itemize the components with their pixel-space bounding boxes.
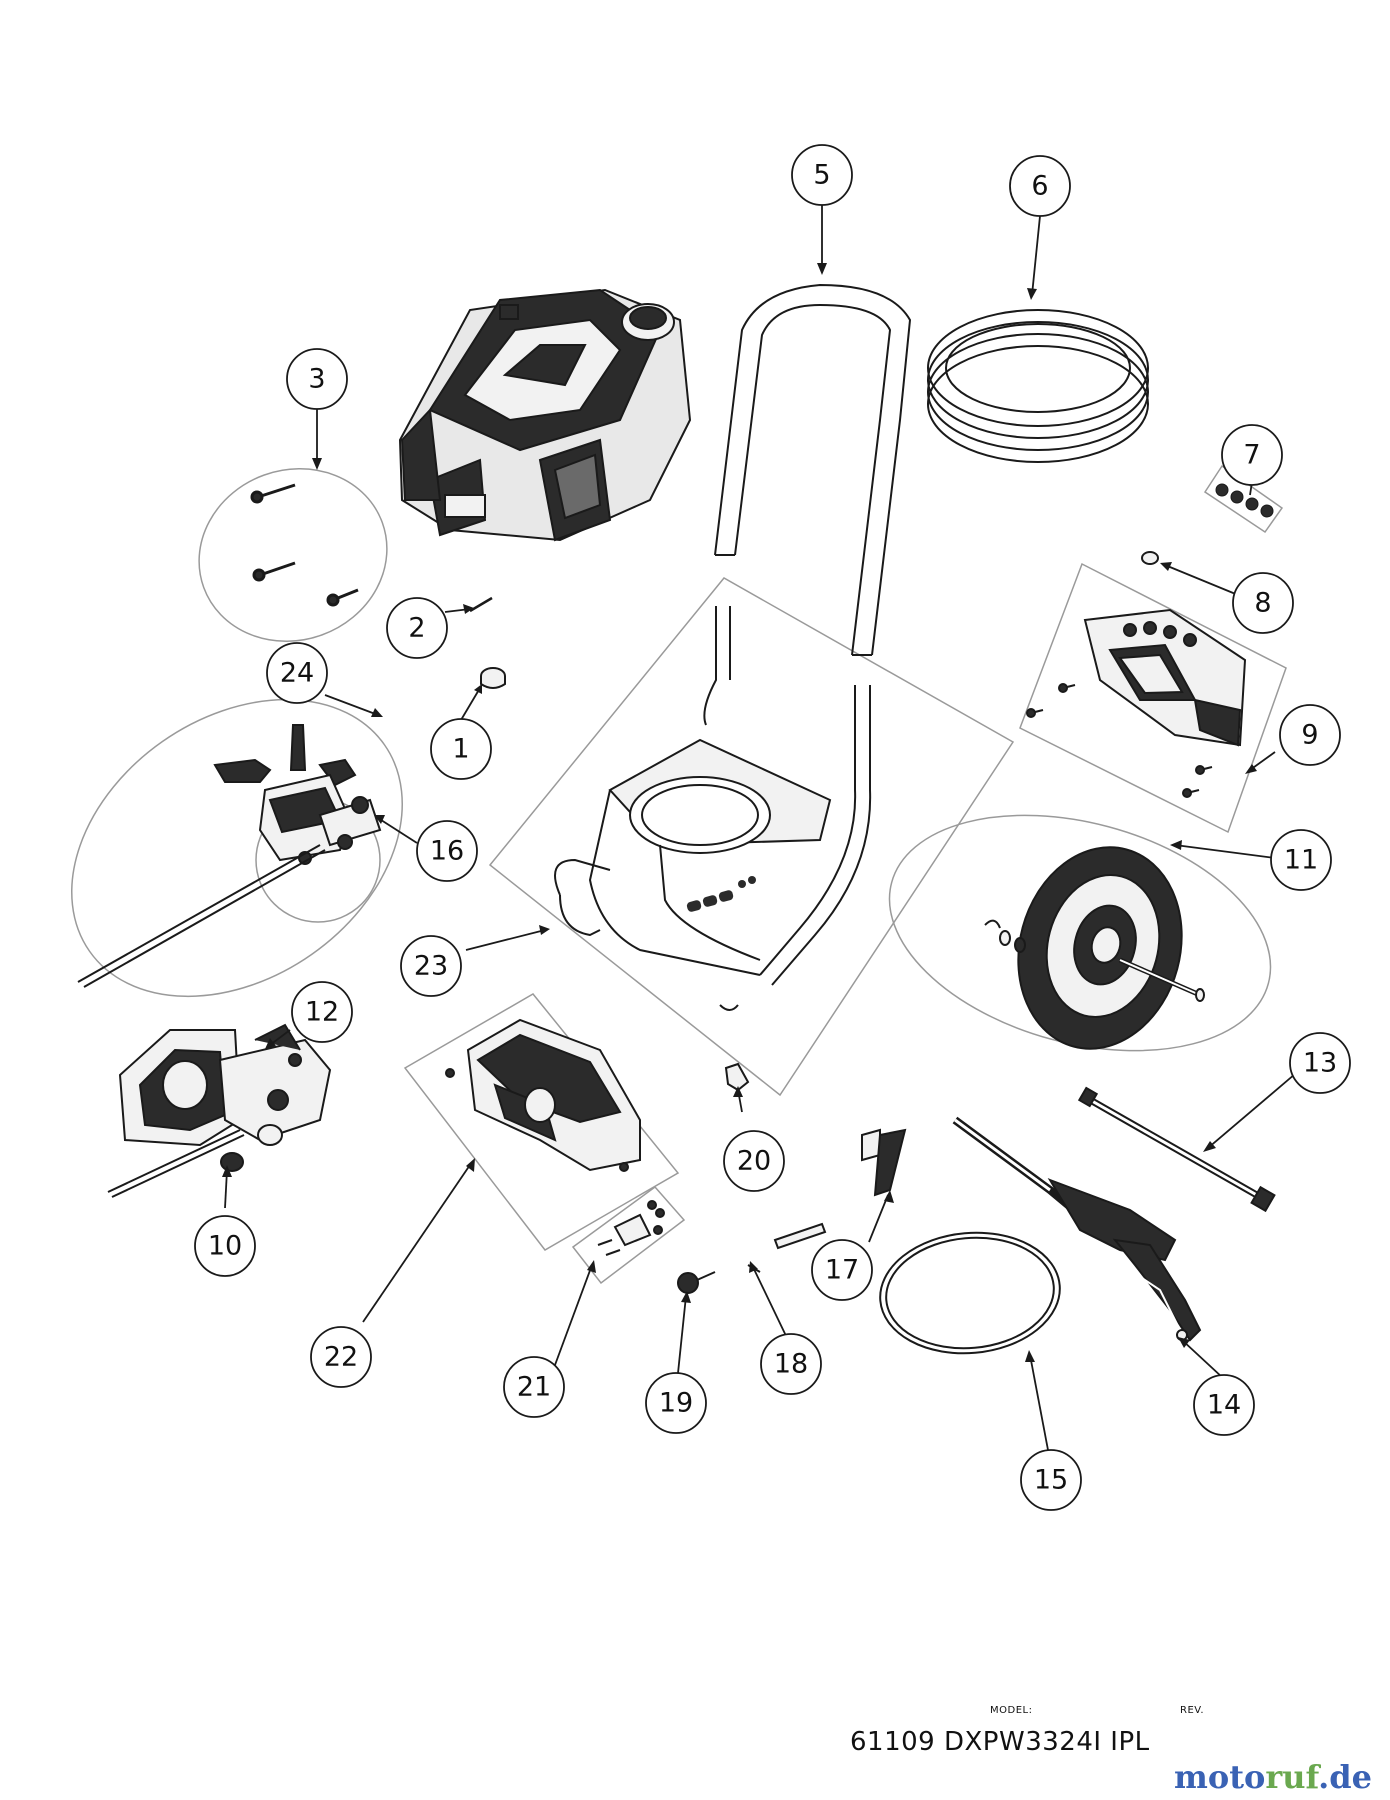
- svg-text:19: 19: [659, 1388, 693, 1419]
- svg-text:20: 20: [737, 1146, 771, 1177]
- hose-coil-drawing: [927, 309, 1149, 463]
- nozzle-holder-drawing: [1083, 608, 1247, 747]
- callout-22: 22: [310, 1326, 372, 1388]
- callout-12: 12: [291, 981, 353, 1043]
- handle-frame-drawing: [714, 283, 912, 656]
- washer-8-drawing: [1141, 551, 1159, 565]
- callout-2: 2: [386, 597, 448, 659]
- callout-23: 23: [400, 935, 462, 997]
- svg-text:9: 9: [1301, 720, 1318, 751]
- svg-text:1: 1: [452, 734, 469, 765]
- base-frame-drawing: [554, 606, 872, 1011]
- callout-14: 14: [1193, 1374, 1255, 1436]
- group-outline-11: [888, 814, 1272, 1052]
- svg-text:2: 2: [408, 613, 425, 644]
- wheel-drawing: [984, 846, 1205, 1050]
- svg-text:8: 8: [1254, 588, 1271, 619]
- callout-17: 17: [811, 1239, 873, 1301]
- svg-text:6: 6: [1031, 171, 1048, 202]
- callout-19: 19: [645, 1372, 707, 1434]
- screws-3-drawing: [250, 483, 359, 607]
- engine-drawing: [398, 288, 692, 542]
- callout-24: 24: [266, 642, 328, 704]
- watermark-part-3: .de: [1318, 1758, 1372, 1796]
- callout-18: 18: [760, 1333, 822, 1395]
- callout-5: 5: [791, 144, 853, 206]
- svg-text:13: 13: [1303, 1048, 1337, 1079]
- part-17-holder-drawing: [861, 1128, 907, 1197]
- svg-text:7: 7: [1243, 440, 1260, 471]
- callout-13: 13: [1289, 1032, 1351, 1094]
- group-outline-22: [403, 993, 680, 1251]
- cover-22-drawing: [445, 1018, 641, 1172]
- svg-text:14: 14: [1207, 1390, 1241, 1421]
- svg-text:18: 18: [774, 1349, 808, 1380]
- svg-text:22: 22: [324, 1342, 358, 1373]
- group-outline-9: [1019, 562, 1287, 834]
- model-label: MODEL:: [990, 1705, 1033, 1716]
- watermark-logo: motoruf.de: [1174, 1758, 1372, 1796]
- bracket-21-drawing: [597, 1200, 665, 1256]
- svg-text:15: 15: [1034, 1465, 1068, 1496]
- callout-16: 16: [416, 820, 478, 882]
- svg-text:21: 21: [517, 1372, 551, 1403]
- callout-3: 3: [286, 348, 348, 410]
- callout-9: 9: [1279, 704, 1341, 766]
- leader-arrowheads: [222, 263, 1257, 1362]
- callout-10: 10: [194, 1215, 256, 1277]
- nozzles-drawing: [1215, 483, 1274, 518]
- svg-text:11: 11: [1284, 845, 1318, 876]
- group-outline-3: [198, 468, 388, 642]
- svg-text:17: 17: [825, 1255, 859, 1286]
- svg-text:16: 16: [430, 836, 464, 867]
- pump-12-drawing: [118, 1023, 332, 1172]
- svg-text:5: 5: [813, 160, 830, 191]
- pump-24-drawing: [213, 724, 382, 865]
- svg-text:3: 3: [308, 364, 325, 395]
- part-19-knob-drawing: [677, 1271, 716, 1294]
- lance-10-drawing: [107, 1129, 245, 1198]
- spray-gun-drawing: [952, 1116, 1202, 1342]
- svg-text:24: 24: [280, 658, 314, 689]
- callout-7: 7: [1221, 424, 1283, 486]
- callout-1: 1: [430, 718, 492, 780]
- svg-text:23: 23: [414, 951, 448, 982]
- part-2-pin-drawing: [469, 596, 493, 613]
- group-outline-23: [488, 577, 1015, 1097]
- callout-6: 6: [1009, 155, 1071, 217]
- part-1-cap-drawing: [480, 667, 506, 689]
- svg-text:12: 12: [305, 997, 339, 1028]
- lance-24-drawing: [77, 844, 326, 988]
- group-outline-7: [1203, 464, 1284, 534]
- part-20-clip-drawing: [724, 1062, 750, 1092]
- rev-label: REV.: [1180, 1705, 1204, 1716]
- callout-15: 15: [1020, 1449, 1082, 1511]
- callout-8: 8: [1232, 572, 1294, 634]
- watermark-part-1: moto: [1174, 1758, 1266, 1796]
- svg-text:10: 10: [208, 1231, 242, 1262]
- screws-9-drawing: [1026, 683, 1213, 798]
- callout-20: 20: [723, 1130, 785, 1192]
- watermark-part-2: ruf: [1265, 1758, 1319, 1796]
- model-number: 61109 DXPW3324I IPL: [850, 1727, 1150, 1757]
- extension-wand-drawing: [1077, 1086, 1276, 1213]
- group-outline-24: [71, 698, 403, 998]
- callouts: 1 2 3 5 6 7 8 9 10 11 12 13 14 15 16 17 …: [194, 144, 1351, 1511]
- callout-11: 11: [1270, 829, 1332, 891]
- callout-21: 21: [503, 1356, 565, 1418]
- title-block: MODEL: REV. 61109 DXPW3324I IPL: [850, 1705, 1270, 1785]
- hose-ring-drawing: [879, 1231, 1061, 1355]
